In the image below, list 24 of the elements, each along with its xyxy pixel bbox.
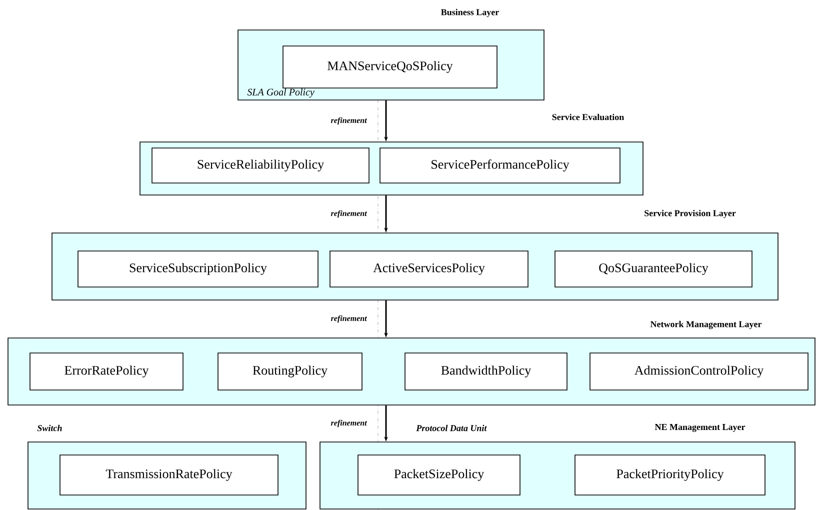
policy-box: ServiceReliabilityPolicy <box>152 148 370 184</box>
node-label: Network Management Layer <box>650 320 762 330</box>
policy-box: QoSGuaranteePolicy <box>554 250 752 288</box>
policy-box: TransmissionRatePolicy <box>60 454 278 496</box>
node-label: Service Provision Layer <box>644 210 736 218</box>
policy-box: RoutingPolicy <box>218 352 362 390</box>
policy-box: ServicePerformancePolicy <box>380 148 620 184</box>
policy-box: AdmissionControlPolicy <box>590 352 808 390</box>
policy-box: ActiveServicesPolicy <box>330 250 528 288</box>
node-label: Switch <box>37 424 62 432</box>
edge-label: refinement <box>330 117 367 125</box>
node-label: Protocol Data Unit <box>416 424 487 432</box>
node-label: NE Management Layer <box>654 424 746 432</box>
policy-box: PacketPriorityPolicy <box>574 454 766 496</box>
edge-label: refinement <box>330 420 367 428</box>
node-label: Business Layer <box>441 8 499 18</box>
node-label: Service Evaluation <box>552 114 624 120</box>
policy-box: PacketSizePolicy <box>358 454 520 496</box>
policy-box: MANServiceQoSPolicy <box>282 46 498 88</box>
policy-box: ErrorRatePolicy <box>30 352 184 390</box>
policy-box: BandwidthPolicy <box>404 352 568 390</box>
policy-box: ServiceSubscriptionPolicy <box>78 250 318 288</box>
edge-label: refinement <box>330 315 367 323</box>
edge-label: refinement <box>330 210 367 218</box>
